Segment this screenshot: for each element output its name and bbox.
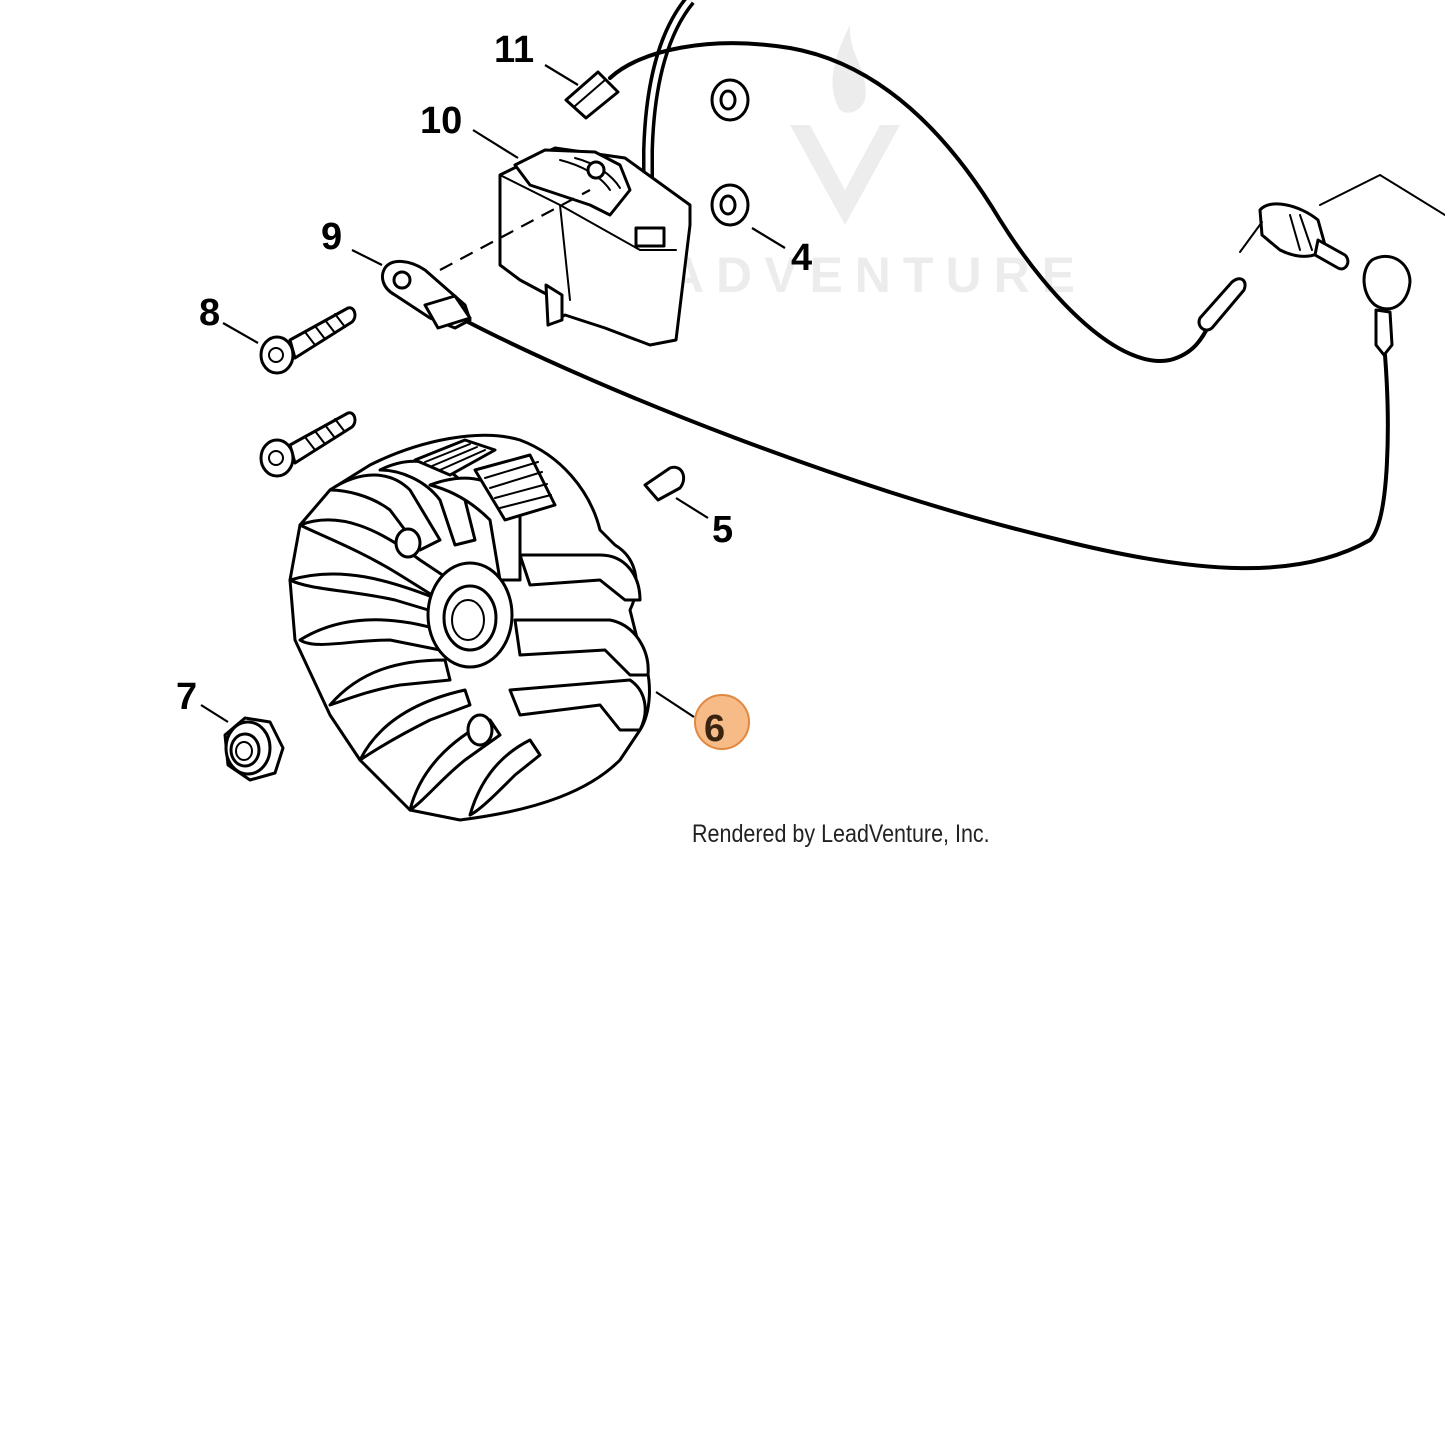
washer-icon (710, 78, 750, 227)
switch-icon (1197, 202, 1412, 357)
wires (466, 0, 1445, 571)
flywheel-icon (288, 433, 651, 822)
watermark-logo (790, 25, 900, 225)
ring-terminal-icon (381, 260, 472, 330)
screw-icon (259, 411, 357, 478)
callout-10[interactable]: 10 (420, 100, 462, 142)
key-icon (643, 465, 686, 502)
callout-9[interactable]: 9 (321, 216, 342, 258)
callout-8[interactable]: 8 (199, 292, 220, 334)
callout-6[interactable]: 6 (704, 708, 725, 750)
alignment-dash (439, 189, 591, 271)
leader-lines (200, 64, 786, 723)
nut-icon (223, 716, 285, 782)
credit-text: Rendered by LeadVenture, Inc. (692, 820, 990, 848)
screw-icon (259, 306, 357, 375)
callout-6-highlight[interactable]: 6 (694, 694, 750, 750)
callout-7[interactable]: 7 (176, 676, 197, 718)
ignition-module-icon (498, 146, 692, 347)
callout-11[interactable]: 11 (494, 29, 534, 71)
callout-4[interactable]: 4 (791, 237, 812, 279)
callout-5[interactable]: 5 (712, 509, 733, 551)
terminal-icon (564, 70, 620, 120)
